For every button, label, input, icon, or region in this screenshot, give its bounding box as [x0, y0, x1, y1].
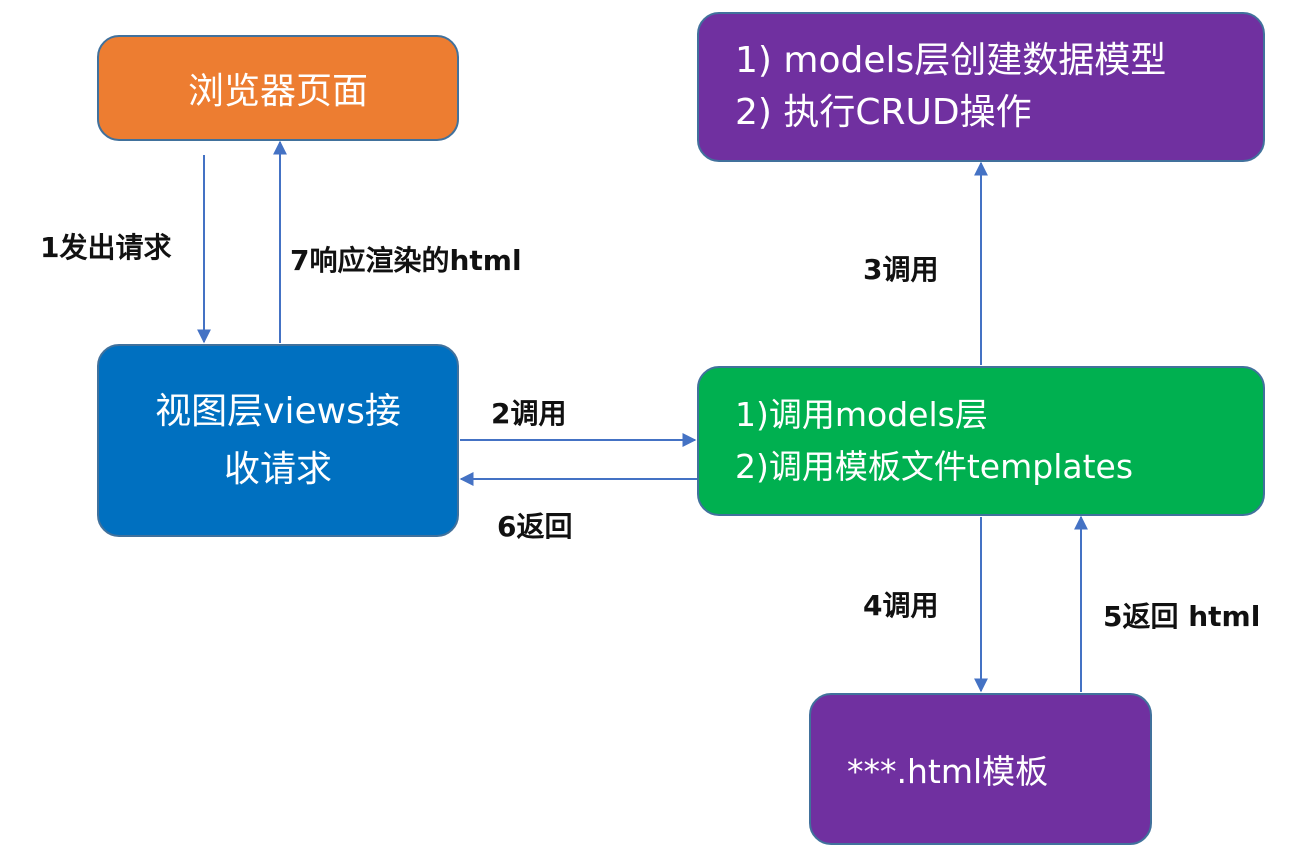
process-line-2: 2)调用模板文件templates	[735, 447, 1134, 486]
models-layer-node: 1) models层创建数据模型 2) 执行CRUD操作	[697, 12, 1265, 162]
edge-label-2: 2调用	[491, 397, 567, 430]
process-line-1: 1)调用models层	[735, 395, 988, 434]
edge-label-1: 1发出请求	[40, 231, 172, 264]
browser-page-label: 浏览器页面	[187, 71, 368, 112]
html-template-node: ***.html模板	[809, 693, 1152, 845]
views-line-1: 视图层views接	[155, 390, 401, 432]
process-node: 1)调用models层 2)调用模板文件templates	[697, 366, 1265, 516]
edge-label-6: 6返回	[497, 510, 573, 543]
edge-label-4: 4调用	[863, 589, 939, 622]
models-line-1: 1) models层创建数据模型	[735, 40, 1167, 81]
models-line-2: 2) 执行CRUD操作	[735, 92, 1032, 133]
html-template-label: ***.html模板	[847, 752, 1049, 791]
edge-label-5: 5返回 html	[1103, 600, 1261, 633]
edge-label-7: 7响应渲染的html	[290, 244, 522, 277]
edge-label-3: 3调用	[863, 253, 939, 286]
views-line-2: 收请求	[223, 448, 332, 490]
views-layer-node: 视图层views接 收请求	[97, 344, 459, 537]
browser-page-node: 浏览器页面	[97, 35, 459, 141]
